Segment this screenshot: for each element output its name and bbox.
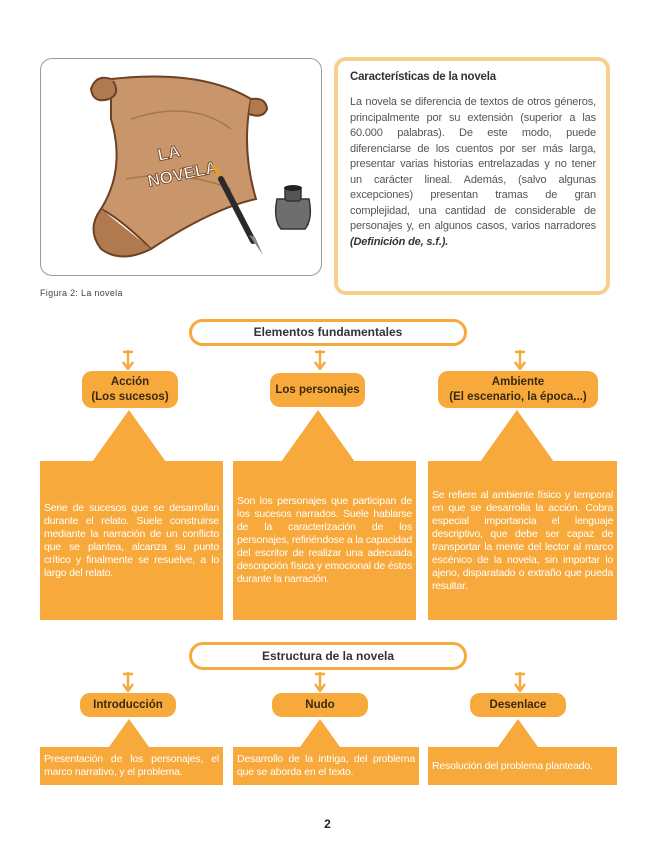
desc-introduccion: Presentación de los personajes, el marco… [40, 747, 223, 785]
desc-text: Se refiere al ambiente físico y temporal… [432, 488, 613, 592]
triangle-up-icon [92, 410, 166, 462]
novel-figure: LA NOVELA [40, 58, 322, 276]
connector-arrow-icon [514, 672, 526, 692]
pill-accion: Acción (Los sucesos) [82, 371, 178, 408]
desc-text: Serie de sucesos que se desarrollan dura… [44, 501, 219, 579]
pill-label: Los personajes [275, 383, 360, 396]
elementos-heading: Elementos fundamentales [189, 319, 467, 346]
pill-sublabel: (Los sucesos) [91, 390, 169, 403]
connector-arrow-icon [314, 672, 326, 692]
pill-ambiente: Ambiente (El escenario, la época...) [438, 371, 598, 408]
characteristics-title: Características de la novela [350, 71, 496, 83]
connector-arrow-icon [122, 672, 134, 692]
connector-arrow-icon [514, 350, 526, 370]
desc-text: Presentación de los personajes, el marco… [44, 753, 219, 778]
pill-label: Nudo [305, 698, 335, 711]
connector-arrow-icon [314, 350, 326, 370]
pill-introduccion: Introducción [80, 693, 176, 717]
triangle-up-icon [480, 410, 554, 462]
desc-desenlace: Resolución del problema planteado. [428, 747, 617, 785]
triangle-up-icon [498, 719, 538, 747]
pill-sublabel: (El escenario, la época...) [449, 390, 587, 403]
pill-nudo: Nudo [272, 693, 368, 717]
desc-text: Desarrollo de la intriga, del problema q… [237, 753, 415, 778]
desc-text: Resolución del problema planteado. [432, 759, 593, 772]
pill-personajes: Los personajes [270, 373, 365, 407]
page-number: 2 [324, 817, 331, 831]
pill-label: Acción [110, 375, 150, 388]
desc-nudo: Desarrollo de la intriga, del problema q… [233, 747, 419, 785]
characteristics-body: La novela se diferencia de textos de otr… [350, 95, 596, 250]
pill-label: Desenlace [489, 698, 547, 711]
pill-label: Introducción [93, 698, 163, 711]
desc-text: Son los personajes que participan de los… [237, 495, 412, 585]
characteristics-text: La novela se diferencia de textos de otr… [350, 96, 596, 232]
triangle-up-icon [281, 410, 355, 462]
estructura-heading: Estructura de la novela [189, 642, 467, 670]
desc-personajes: Son los personajes que participan de los… [233, 461, 416, 620]
triangle-up-icon [109, 719, 149, 747]
inkpot-icon [274, 185, 312, 230]
characteristics-citation: (Definición de, s.f.). [350, 235, 449, 248]
desc-accion: Serie de sucesos que se desarrollan dura… [40, 461, 223, 620]
pill-desenlace: Desenlace [470, 693, 566, 717]
pen-icon [211, 163, 263, 255]
desc-ambiente: Se refiere al ambiente físico y temporal… [428, 461, 617, 620]
figure-caption: Figura 2: La novela [40, 288, 123, 298]
pill-label: Ambiente [491, 375, 545, 388]
connector-arrow-icon [122, 350, 134, 370]
characteristics-box: Características de la novela La novela s… [334, 57, 610, 295]
scroll-illustration: LA NOVELA [89, 75, 312, 258]
triangle-up-icon [300, 719, 340, 747]
